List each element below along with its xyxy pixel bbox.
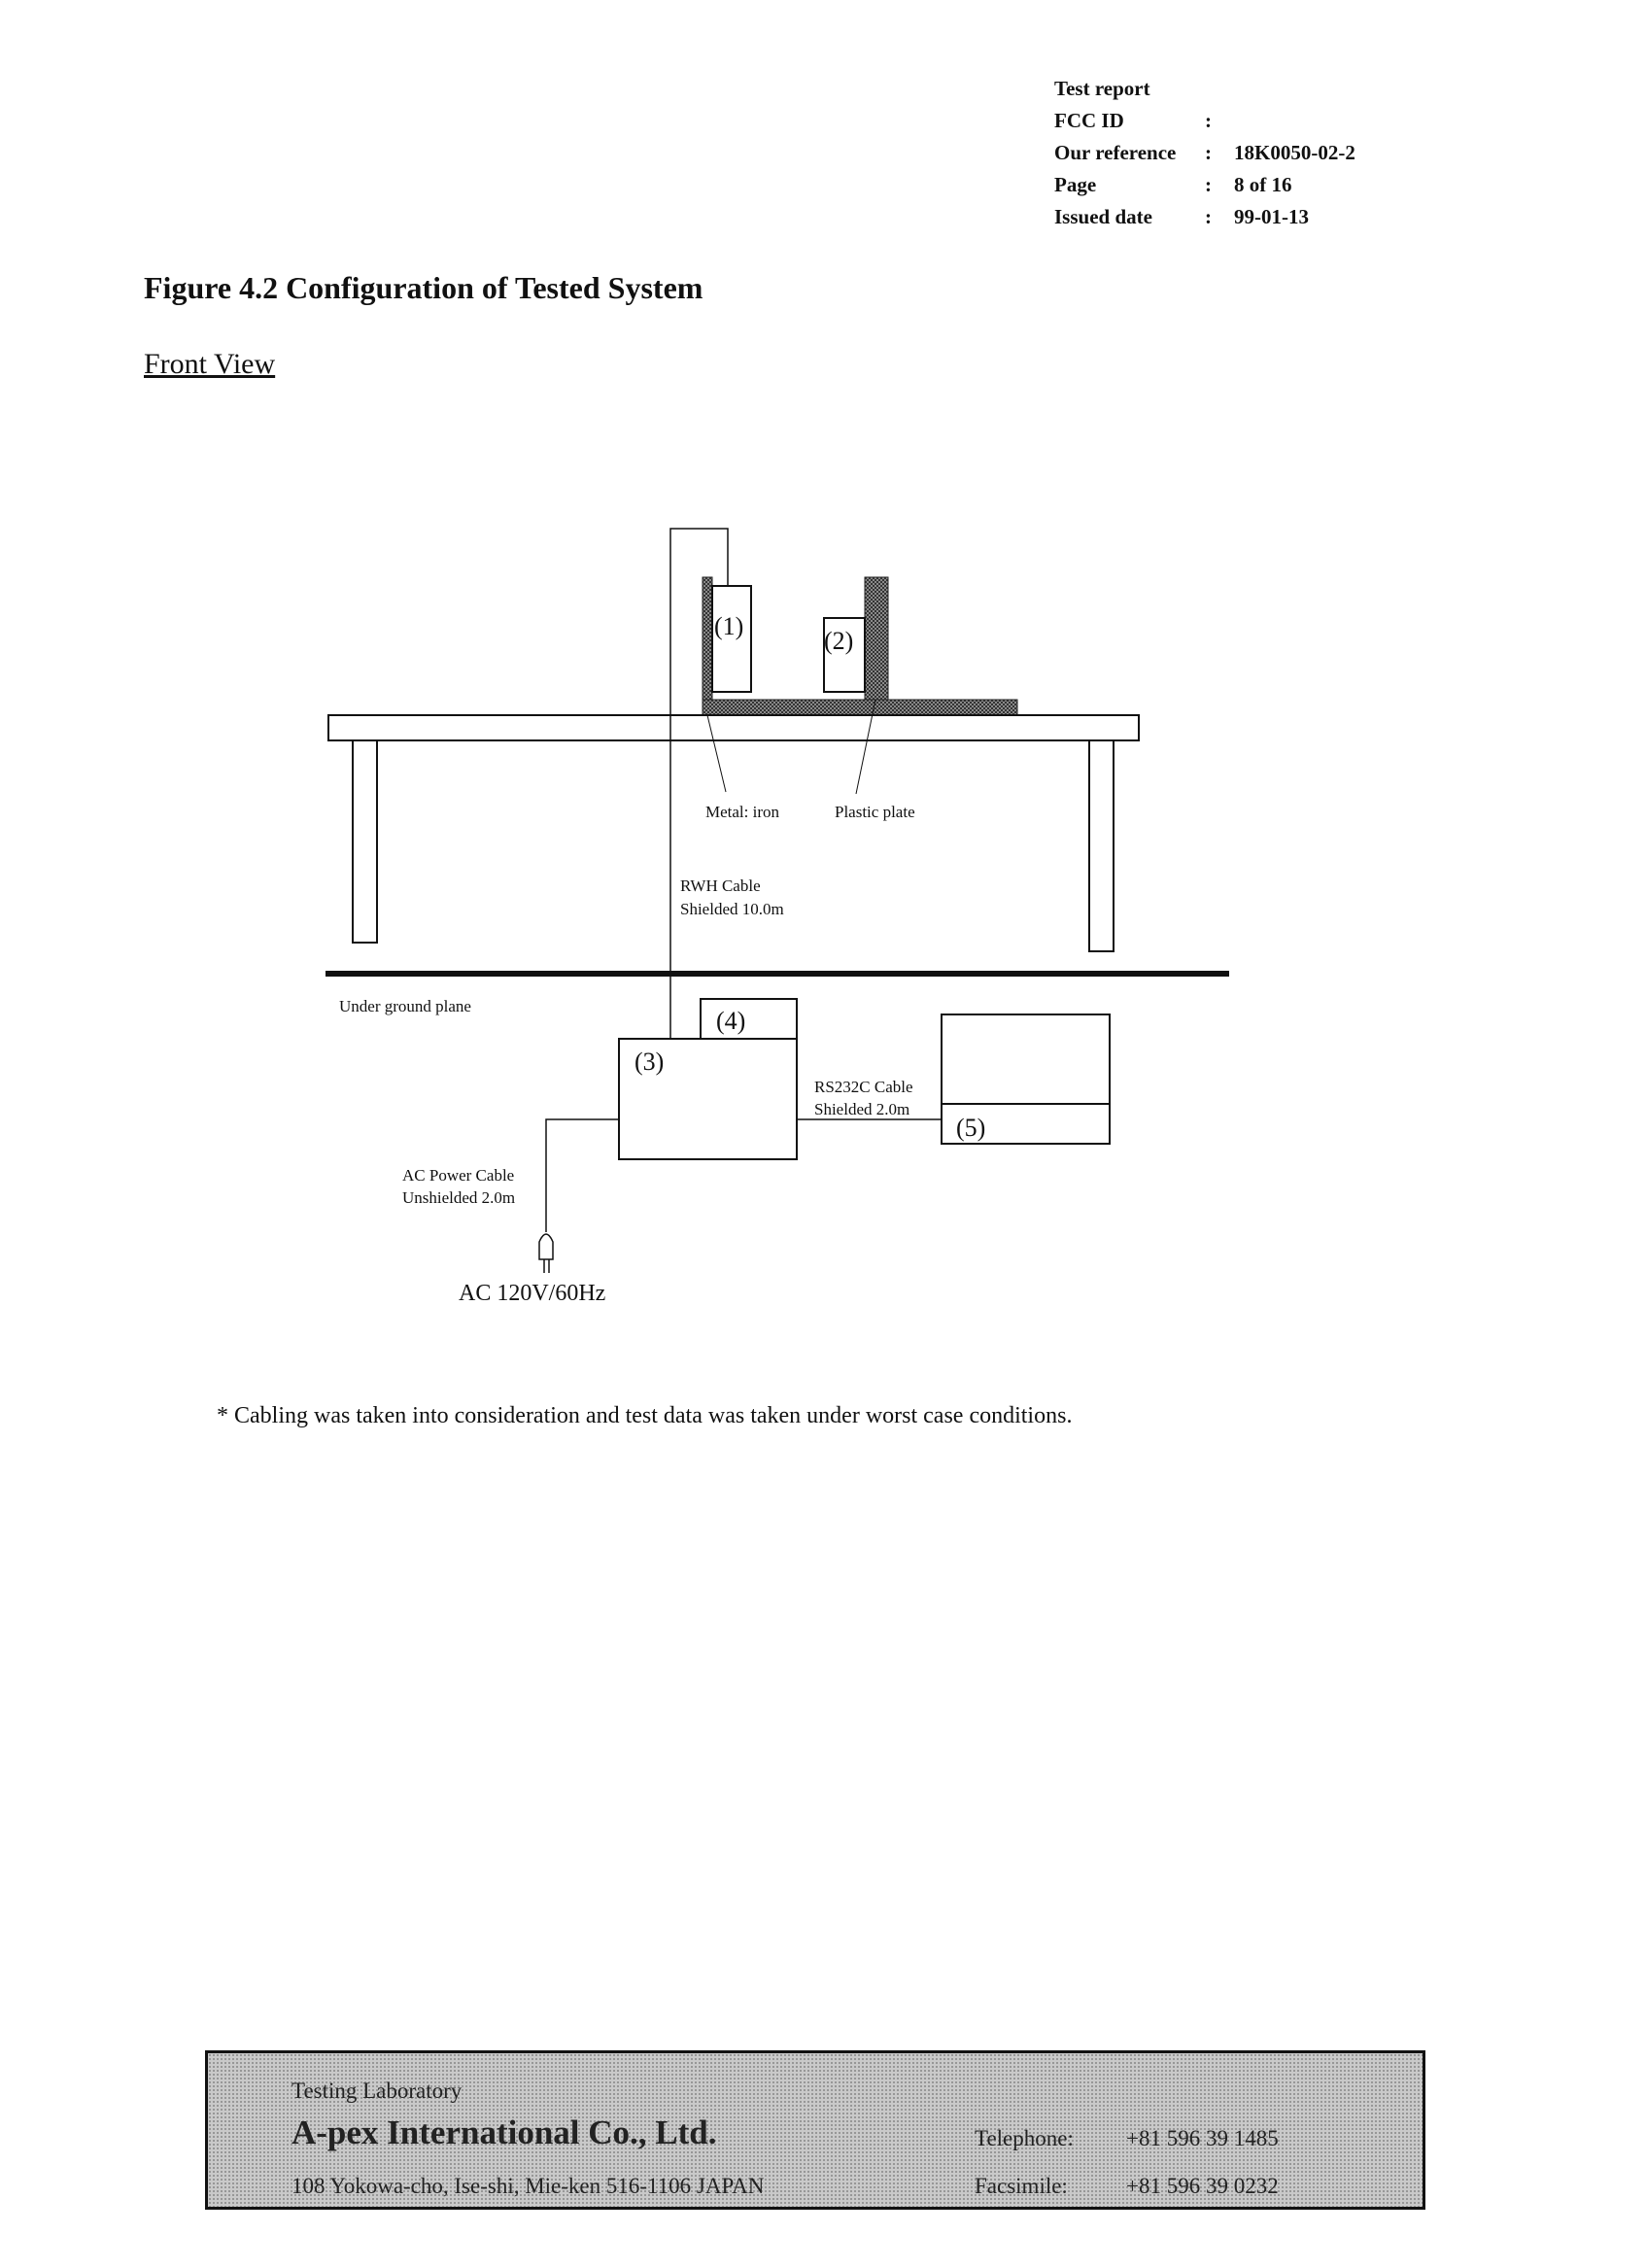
front-view-subtitle: Front View — [144, 348, 276, 380]
metal-iron-bracket-base — [702, 699, 1018, 716]
metal-iron-label: Metal: iron — [705, 803, 780, 821]
unit-3-box — [618, 1038, 798, 1160]
ac-supply-label: AC 120V/60Hz — [459, 1281, 605, 1306]
configuration-diagram: (1) (2) Metal: iron Plastic plate RWH Ca… — [326, 528, 1229, 1306]
header-reference-label: Our reference — [1054, 141, 1177, 164]
company-address: 108 Yokowa-cho, Ise-shi, Mie-ken 516-110… — [291, 2174, 765, 2198]
header-colon: : — [1205, 109, 1212, 132]
unit-5-label: (5) — [956, 1114, 985, 1142]
figure-title: Figure 4.2 Configuration of Tested Syste… — [144, 270, 703, 305]
metal-iron-bracket-vertical — [702, 576, 713, 716]
ac-power-cable-line — [545, 1118, 619, 1232]
table-leg-left — [352, 739, 378, 944]
lab-footer: Testing Laboratory A-pex International C… — [205, 2050, 1425, 2210]
unit-5-box — [941, 1014, 1111, 1145]
ac-power-shield-label: Unshielded 2.0m — [402, 1188, 515, 1207]
unit-3-label: (3) — [634, 1048, 664, 1076]
plastic-plate — [864, 576, 889, 701]
plastic-plate-label: Plastic plate — [835, 803, 915, 821]
unit-1-box — [711, 585, 752, 693]
unit-2-box — [823, 617, 866, 693]
header-test-report-label: Test report — [1054, 77, 1150, 100]
metal-leader-line — [706, 714, 727, 793]
rs232c-cable-label: RS232C Cable — [814, 1078, 913, 1096]
table-top — [327, 714, 1140, 741]
unit-4-label: (4) — [716, 1007, 745, 1035]
plastic-leader-line — [855, 699, 876, 795]
header-colon: : — [1205, 141, 1212, 164]
telephone-label: Telephone: — [975, 2126, 1074, 2150]
unit-2-label: (2) — [824, 627, 853, 655]
facsimile-label: Facsimile: — [975, 2174, 1068, 2198]
rwh-cable-line — [669, 528, 729, 1039]
header-page-value: 8 of 16 — [1234, 173, 1292, 196]
facsimile-number: +81 596 39 0232 — [1126, 2174, 1279, 2198]
under-ground-plane-label: Under ground plane — [339, 997, 471, 1015]
rs232c-shield-label: Shielded 2.0m — [814, 1100, 909, 1118]
ac-power-cable-label: AC Power Cable — [402, 1166, 514, 1185]
header-page-label: Page — [1054, 173, 1097, 196]
rwh-cable-shield-label: Shielded 10.0m — [680, 900, 784, 918]
rwh-cable-label: RWH Cable — [680, 876, 761, 895]
company-name: A-pex International Co., Ltd. — [291, 2113, 717, 2151]
header-colon: : — [1205, 205, 1212, 228]
header-reference-value: 18K0050-02-2 — [1234, 141, 1355, 164]
header-fcc-id-label: FCC ID — [1054, 109, 1124, 132]
header-issued-date-label: Issued date — [1054, 205, 1152, 228]
ac-plug-icon — [538, 1233, 554, 1260]
header-issued-date-value: 99-01-13 — [1234, 205, 1309, 228]
telephone-number: +81 596 39 1485 — [1126, 2126, 1279, 2150]
header-colon: : — [1205, 173, 1212, 196]
cabling-footnote: * Cabling was taken into consideration a… — [217, 1403, 1073, 1428]
testing-lab-label: Testing Laboratory — [291, 2079, 463, 2103]
table-leg-right — [1088, 739, 1114, 952]
unit-1-label: (1) — [714, 612, 743, 640]
unit-4-box — [700, 998, 798, 1040]
